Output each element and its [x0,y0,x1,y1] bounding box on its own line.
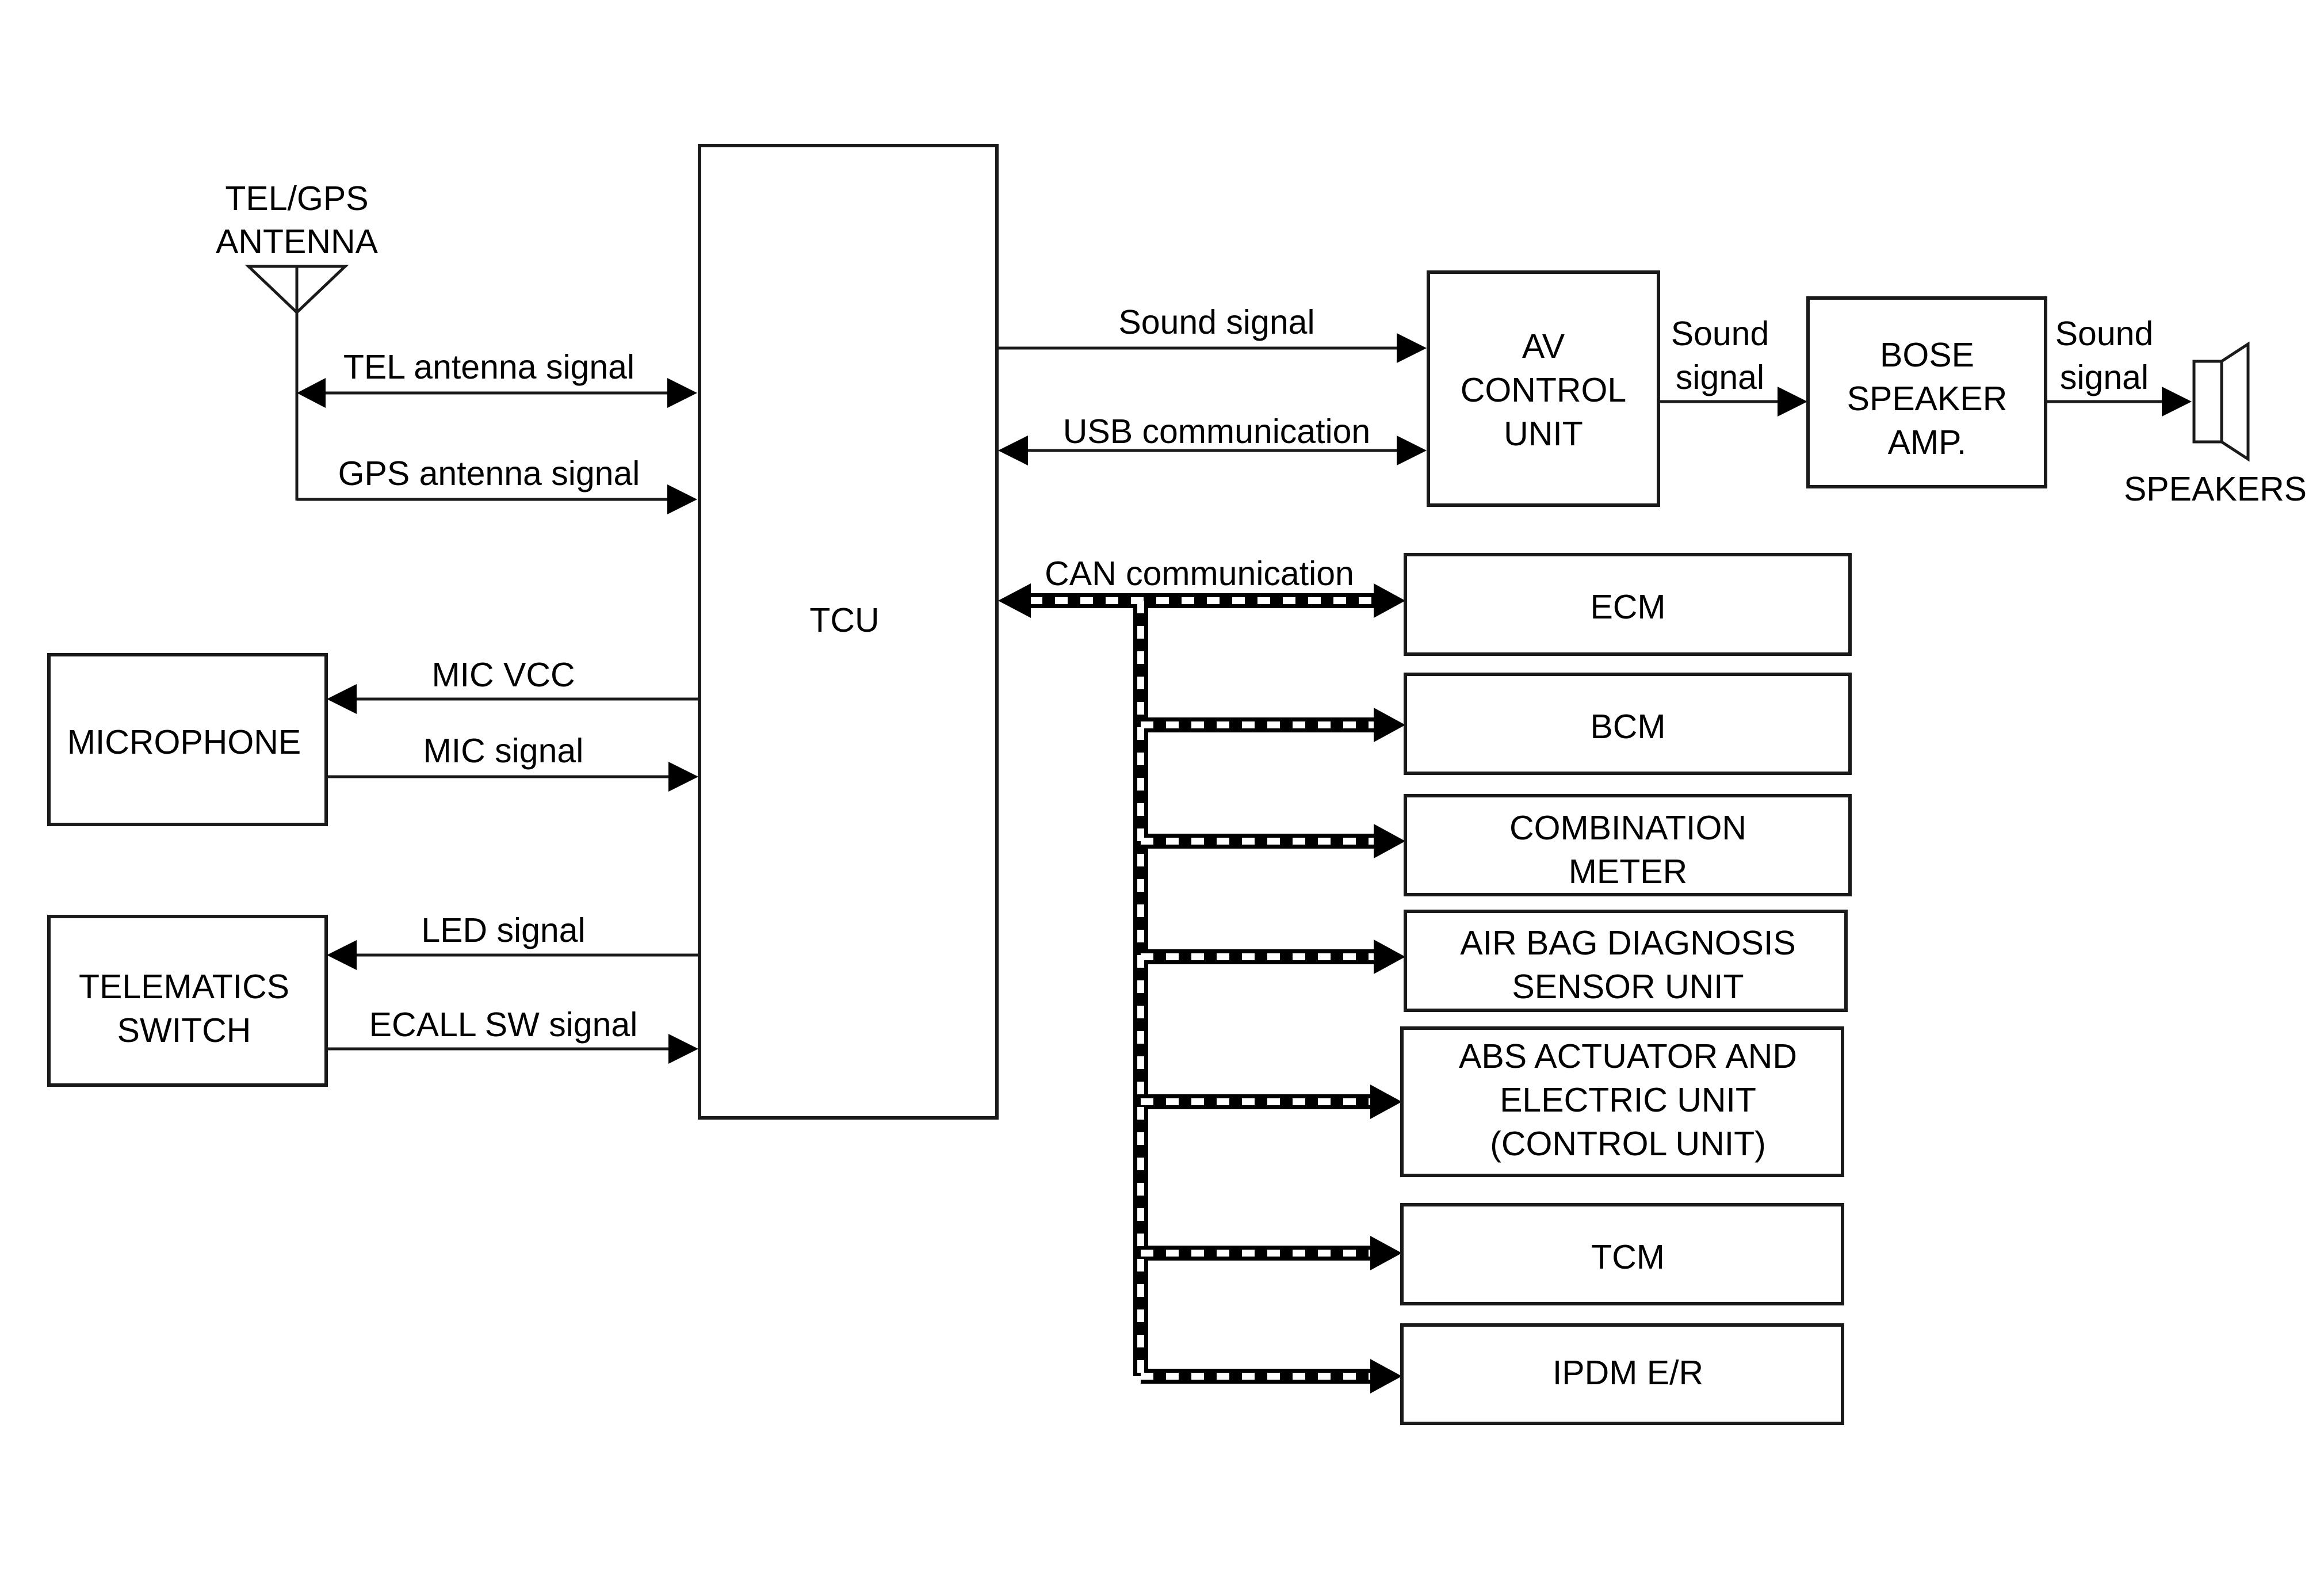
arrowhead-right [1374,708,1405,742]
tcm-label: TCM [1591,1238,1665,1276]
led-signal-label: LED signal [421,911,585,949]
arrowhead-right [667,484,697,514]
ecall-sw-signal: ECALL SW signal [326,1006,698,1064]
arrowhead-right [2162,387,2192,417]
bcm-label: BCM [1590,708,1665,746]
airbag-label-line2: SENSOR UNIT [1512,968,1744,1006]
mic-vcc-signal: MIC VCC [327,656,700,714]
ipdm-block: IPDM E/R [1400,1323,1844,1425]
led-signal: LED signal [327,911,700,970]
tcu-block: TCU [698,144,999,1120]
speakers-label: SPEAKERS [2124,470,2307,508]
sound-signal-2-line1: Sound [1671,315,1769,353]
sound-signal-label: Sound signal [1118,303,1314,341]
sound-signal-av-amp: Sound signal [1658,315,1807,417]
combination-meter-label-line1: COMBINATION [1509,809,1746,847]
combination-meter-label-line2: METER [1569,853,1688,891]
abs-actuator-block: ABS ACTUATOR AND ELECTRIC UNIT (CONTROL … [1400,1026,1844,1177]
tcm-block: TCM [1400,1203,1844,1305]
arrowhead-right [1778,387,1807,417]
arrowhead-left [297,378,326,408]
speakers: SPEAKERS [2124,341,2307,508]
ecm-label: ECM [1590,588,1665,626]
antenna-label-line1: TEL/GPS [225,180,368,217]
can-communication-label: CAN communication [1045,555,1354,593]
av-label-line2: CONTROL [1461,371,1626,409]
tel-gps-antenna: TEL/GPS ANTENNA [216,180,379,501]
abs-label-line2: ELECTRIC UNIT [1500,1081,1756,1119]
sound-signal-3-line2: signal [2060,358,2149,396]
combination-meter-block: COMBINATION METER [1404,794,1852,896]
av-control-unit-block: AV CONTROL UNIT [1427,270,1660,507]
sound-signal-2-line2: signal [1676,358,1764,396]
gps-antenna-signal-label: GPS antenna signal [338,455,640,492]
gps-antenna-signal: GPS antenna signal [297,455,697,514]
arrowhead-right [1370,1236,1402,1270]
microphone-label: MICROPHONE [67,723,301,761]
abs-label-line3: (CONTROL UNIT) [1490,1125,1766,1163]
mic-signal-label: MIC signal [423,732,584,770]
arrowhead-right [1374,940,1405,974]
sound-signal-3-line1: Sound [2055,315,2154,353]
usb-communication-label: USB communication [1063,413,1371,450]
antenna-label-line2: ANTENNA [216,223,379,261]
speaker-icon [2192,341,2250,462]
ipdm-label: IPDM E/R [1553,1354,1703,1392]
av-label-line1: AV [1522,327,1565,365]
ecm-block: ECM [1404,553,1852,656]
arrowhead-right [668,762,698,792]
ecall-sw-signal-label: ECALL SW signal [369,1006,638,1044]
arrowhead-left [327,684,357,714]
mic-signal: MIC signal [326,732,698,792]
av-label-line3: UNIT [1504,415,1583,453]
tel-antenna-signal: TEL antenna signal [297,348,697,408]
sound-signal-amp-speakers: Sound signal [2046,315,2192,417]
bose-label-line3: AMP. [1888,423,1967,461]
arrowhead-left [327,940,357,970]
telematics-switch-label-line1: TELEMATICS [79,968,289,1006]
can-communication: CAN communication [998,555,1405,1393]
can-bus-outer [1030,593,1375,1384]
telematics-switch-block: TELEMATICS SWITCH [47,915,328,1087]
bose-label-line2: SPEAKER [1847,380,2008,418]
bose-speaker-amp-block: BOSE SPEAKER AMP. [1806,296,2047,488]
sound-signal-tcu-av: Sound signal [997,303,1427,363]
arrowhead-right [1397,333,1427,363]
usb-communication: USB communication [998,413,1427,465]
airbag-diagnosis-block: AIR BAG DIAGNOSIS SENSOR UNIT [1404,910,1848,1012]
telematics-switch-label-line2: SWITCH [117,1011,251,1049]
arrowhead-right [1374,583,1405,618]
bose-label-line1: BOSE [1880,336,1974,374]
arrowhead-right [1374,824,1405,858]
tcu-label: TCU [809,601,879,639]
arrowhead-right [1397,436,1427,465]
arrowhead-right [667,378,697,408]
arrowhead-left [998,583,1031,618]
arrowhead-right [1370,1359,1402,1393]
mic-vcc-label: MIC VCC [431,656,575,694]
abs-label-line1: ABS ACTUATOR AND [1459,1037,1797,1075]
arrowhead-left [998,436,1028,465]
bcm-block: BCM [1404,673,1852,775]
arrowhead-right [1370,1085,1402,1119]
tel-antenna-signal-label: TEL antenna signal [343,348,634,386]
arrowhead-right [668,1034,698,1064]
airbag-label-line1: AIR BAG DIAGNOSIS [1460,924,1796,962]
microphone-block: MICROPHONE [47,653,328,826]
can-bus-inner [1030,597,1375,1380]
